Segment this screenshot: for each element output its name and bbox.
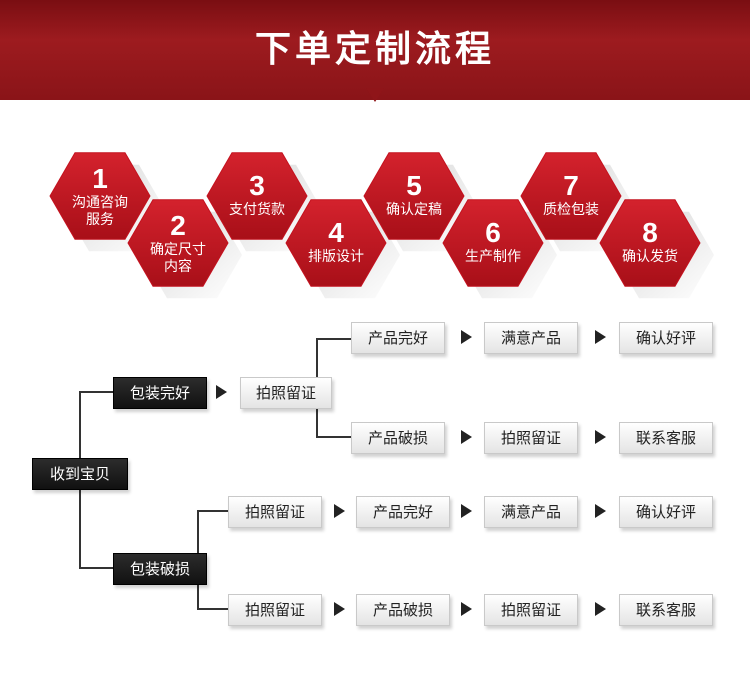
step-number: 2 — [170, 210, 186, 241]
arrow-icon — [461, 330, 472, 344]
step-hexagon — [49, 152, 151, 240]
connector — [316, 338, 351, 340]
step-hexagon — [442, 199, 544, 287]
step-hexagon — [363, 152, 465, 240]
connector — [316, 436, 351, 438]
step-number: 1 — [92, 163, 108, 194]
connector — [197, 608, 228, 610]
good-lower-step-3: 联系客服 — [619, 422, 713, 454]
damaged-upper-step-2: 产品完好 — [356, 496, 450, 528]
damaged-lower-step-2: 产品破损 — [356, 594, 450, 626]
arrow-icon — [595, 430, 606, 444]
step-label: 生产制作 — [465, 249, 521, 265]
step-label: 内容 — [164, 258, 192, 275]
step-number: 5 — [406, 170, 422, 201]
step-hexagon — [285, 199, 387, 287]
branch-good-node: 包装完好 — [113, 377, 207, 409]
arrow-icon — [334, 504, 345, 518]
damaged-upper-step-4: 确认好评 — [619, 496, 713, 528]
arrow-icon — [595, 602, 606, 616]
step-label: 沟通咨询 — [72, 195, 128, 211]
good-upper-step-2: 满意产品 — [484, 322, 578, 354]
step-hexagon — [206, 152, 308, 240]
good-upper-step-3: 确认好评 — [619, 322, 713, 354]
step-number: 6 — [485, 217, 501, 248]
good-lower-step-1: 产品破损 — [351, 422, 445, 454]
arrow-icon — [595, 504, 606, 518]
step-number: 3 — [249, 170, 265, 201]
step-label: 服务 — [86, 212, 114, 228]
arrow-icon — [216, 385, 227, 399]
header-banner: 下单定制流程 — [0, 0, 750, 100]
good-upper-step-1: 产品完好 — [351, 322, 445, 354]
page-title: 下单定制流程 — [254, 29, 495, 70]
step-label: 确定尺寸 — [150, 242, 206, 258]
branch-good-middle-node: 拍照留证 — [240, 377, 332, 409]
step-hexagon — [127, 199, 229, 287]
step-hexagon — [520, 152, 622, 240]
damaged-lower-step-3: 拍照留证 — [484, 594, 578, 626]
step-label: 质检包装 — [543, 202, 599, 218]
step-number: 7 — [563, 170, 579, 201]
connector — [79, 391, 113, 393]
step-label: 排版设计 — [308, 249, 364, 265]
connector — [197, 510, 228, 512]
step-label: 确认定稿 — [386, 202, 442, 218]
good-lower-step-2: 拍照留证 — [484, 422, 578, 454]
damaged-upper-step-1: 拍照留证 — [228, 496, 322, 528]
arrow-icon — [461, 430, 472, 444]
damaged-upper-step-3: 满意产品 — [484, 496, 578, 528]
step-number: 4 — [328, 217, 344, 248]
step-label: 支付货款 — [229, 201, 285, 218]
step-label: 确认发货 — [622, 248, 678, 265]
header-pointer-icon — [366, 88, 384, 102]
connector — [79, 567, 113, 569]
step-number: 8 — [642, 217, 658, 248]
root-node: 收到宝贝 — [32, 458, 128, 490]
damaged-lower-step-1: 拍照留证 — [228, 594, 322, 626]
arrow-icon — [595, 330, 606, 344]
arrow-icon — [461, 602, 472, 616]
arrow-icon — [461, 504, 472, 518]
step-hexagon — [599, 199, 701, 287]
arrow-icon — [334, 602, 345, 616]
branch-damaged-node: 包装破损 — [113, 553, 207, 585]
damaged-lower-step-4: 联系客服 — [619, 594, 713, 626]
